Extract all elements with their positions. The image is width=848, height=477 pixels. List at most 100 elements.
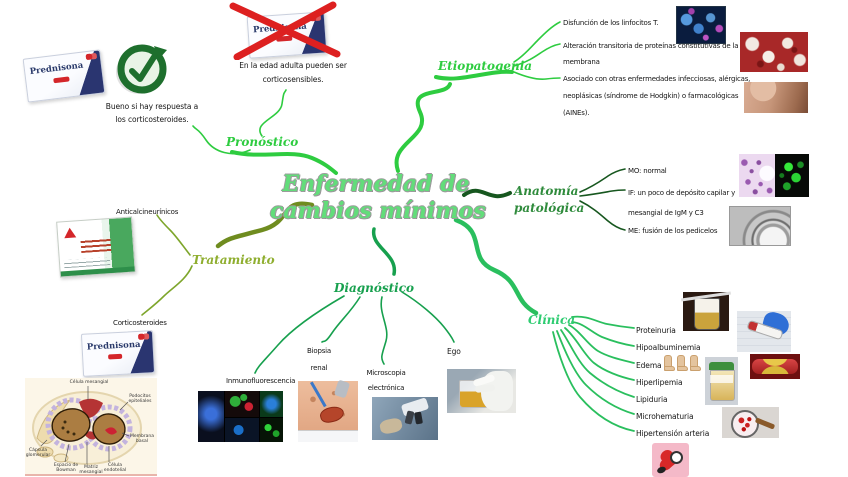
leaf-pronostico-responders: Bueno si hay respuesta a los corticoster… xyxy=(105,102,199,124)
foamy-urine-glass xyxy=(694,298,720,330)
branch-diagnostico: Diagnóstico xyxy=(334,281,415,295)
leaf-etio-1: Disfunción de los linfocitos T. xyxy=(563,19,659,27)
central-topic-line1: Enfermedad de xyxy=(282,171,470,197)
connector-clin-7 xyxy=(552,331,635,432)
leaf-diag-4: Ego xyxy=(447,347,461,356)
blood-sample-image xyxy=(737,310,792,352)
label-podocitos: Podocitos epiteliales xyxy=(128,394,152,404)
branch-clinica: Clínica xyxy=(528,313,576,327)
connector-etio-1 xyxy=(513,21,561,63)
connector-etio-2 xyxy=(513,43,561,67)
box-logo-icon xyxy=(138,333,150,340)
leaf-etio-2: Alteración transitoria de proteínas cons… xyxy=(563,42,739,66)
box-triangle-logo xyxy=(63,227,77,239)
collage-tile-green xyxy=(259,417,284,442)
connector-pronostico-adults xyxy=(259,89,287,137)
box-red-accent xyxy=(53,76,70,84)
connector-trat-2 xyxy=(141,265,193,316)
connector-clin-3 xyxy=(568,324,635,364)
em-microscopy-image xyxy=(729,206,791,246)
leaf-clin-4: Hiperlipemia xyxy=(636,378,683,387)
leg-drawing xyxy=(690,355,701,371)
if-microscopy-image xyxy=(775,154,809,197)
branch-etiopatogenia: Etiopatogenia xyxy=(438,59,533,73)
connector-anat-1 xyxy=(579,168,626,193)
leg-drawing xyxy=(677,355,688,371)
red-cross-icon xyxy=(229,1,341,60)
pump-bulb-icon xyxy=(656,465,667,475)
ultrasound-probe xyxy=(333,379,351,399)
leaf-clin-7: Hipertensión arteria xyxy=(636,429,710,438)
glomerulus-drawing xyxy=(32,386,142,465)
connector-pronostico xyxy=(230,150,338,175)
leaf-anat-2: IF: un poco de depósito capilar y mesang… xyxy=(628,189,736,217)
objective-lens xyxy=(414,411,423,425)
checkmark-icon xyxy=(116,44,167,94)
connector-pronostico-responders xyxy=(192,125,251,155)
leaf-diag-3: Microscopia electrónica xyxy=(366,369,406,392)
connector-diag-2 xyxy=(321,296,361,343)
connector-clin-2 xyxy=(571,321,635,347)
collage-tile-microscope xyxy=(198,391,224,442)
histology-red-image xyxy=(740,32,808,72)
label-matriz-mesangial: Matriz mesangial xyxy=(79,465,103,475)
connector-clin-5 xyxy=(560,329,635,398)
connector-etiopatogenia-underline xyxy=(434,69,514,81)
box-text-lines xyxy=(80,236,112,254)
connector-etio-3 xyxy=(513,71,561,80)
artery-plaque xyxy=(752,359,798,374)
connector-anatomia xyxy=(462,188,512,199)
connector-clinica xyxy=(453,217,539,316)
connector-etiopatogenia xyxy=(394,82,452,173)
connector-anat-3 xyxy=(579,200,626,231)
connector-diag-1 xyxy=(254,295,345,374)
gauge-icon xyxy=(670,451,683,464)
jar-lid xyxy=(709,362,734,370)
branch-tratamiento: Tratamiento xyxy=(192,253,275,267)
branch-anatomia: Anatomía patológica xyxy=(514,184,585,215)
leaf-clin-1: Proteinuria xyxy=(636,326,676,335)
connector-diag-4 xyxy=(401,291,455,343)
specimen-hand xyxy=(378,416,404,436)
leaf-anat-3: ME: fusión de los pedicelos xyxy=(628,227,718,235)
label-espacio-bowman: Espacio de Bowman xyxy=(53,463,79,473)
label-membrana-basal: Membrana basal xyxy=(129,434,155,444)
leg-drawing xyxy=(664,355,675,371)
leaf-trat-2: Corticosteroides xyxy=(113,319,167,327)
connector-clin-1 xyxy=(571,315,635,329)
collage-tile-cell xyxy=(259,391,284,417)
ego-urine-cup-image xyxy=(447,369,516,413)
objective-lens xyxy=(404,410,415,425)
box-red-accent xyxy=(108,354,123,360)
leaf-diag-1: Inmunofluorescencia xyxy=(226,377,296,385)
label-celula-mesangial: Célula mesangial xyxy=(69,380,109,385)
leaf-clin-5: Lipiduria xyxy=(636,395,668,404)
leaf-clin-6: Microhematuria xyxy=(636,412,694,421)
branch-pronostico: Pronóstico xyxy=(226,135,299,149)
connector-anat-2 xyxy=(579,189,626,197)
leaf-trat-1: Anticalcineurínicos xyxy=(116,208,179,216)
hyperlipidemia-artery-image xyxy=(750,354,800,379)
crossed-prednisona-group: Prednisona xyxy=(226,0,342,60)
collage-tile-green-red xyxy=(224,391,259,417)
collage-tile-fibers xyxy=(224,417,259,442)
kidney-shape xyxy=(318,404,346,425)
jar-label xyxy=(710,375,733,383)
leaf-anat-1: MO: normal xyxy=(628,167,667,175)
lipiduria-jar-image xyxy=(705,357,738,405)
connector-trat-1 xyxy=(156,214,191,256)
box-fine-print xyxy=(63,257,111,269)
leaf-clin-3: Edema xyxy=(636,361,662,370)
microhematuria-image xyxy=(722,407,779,438)
lymphocytes-image xyxy=(676,6,726,44)
anticalcineurin-box-image xyxy=(56,216,136,278)
central-topic: Enfermedad de cambios mínimos xyxy=(270,171,486,225)
prednisona-box-image-2: Prednisona xyxy=(80,330,156,377)
mo-histology-image xyxy=(739,154,775,197)
connector-clin-4 xyxy=(564,327,635,381)
proteinuria-foam-image xyxy=(681,291,731,331)
leaf-clin-2: Hipoalbuminemia xyxy=(636,343,701,352)
edema-legs-image xyxy=(661,351,701,376)
connector-diag-3 xyxy=(380,296,388,365)
